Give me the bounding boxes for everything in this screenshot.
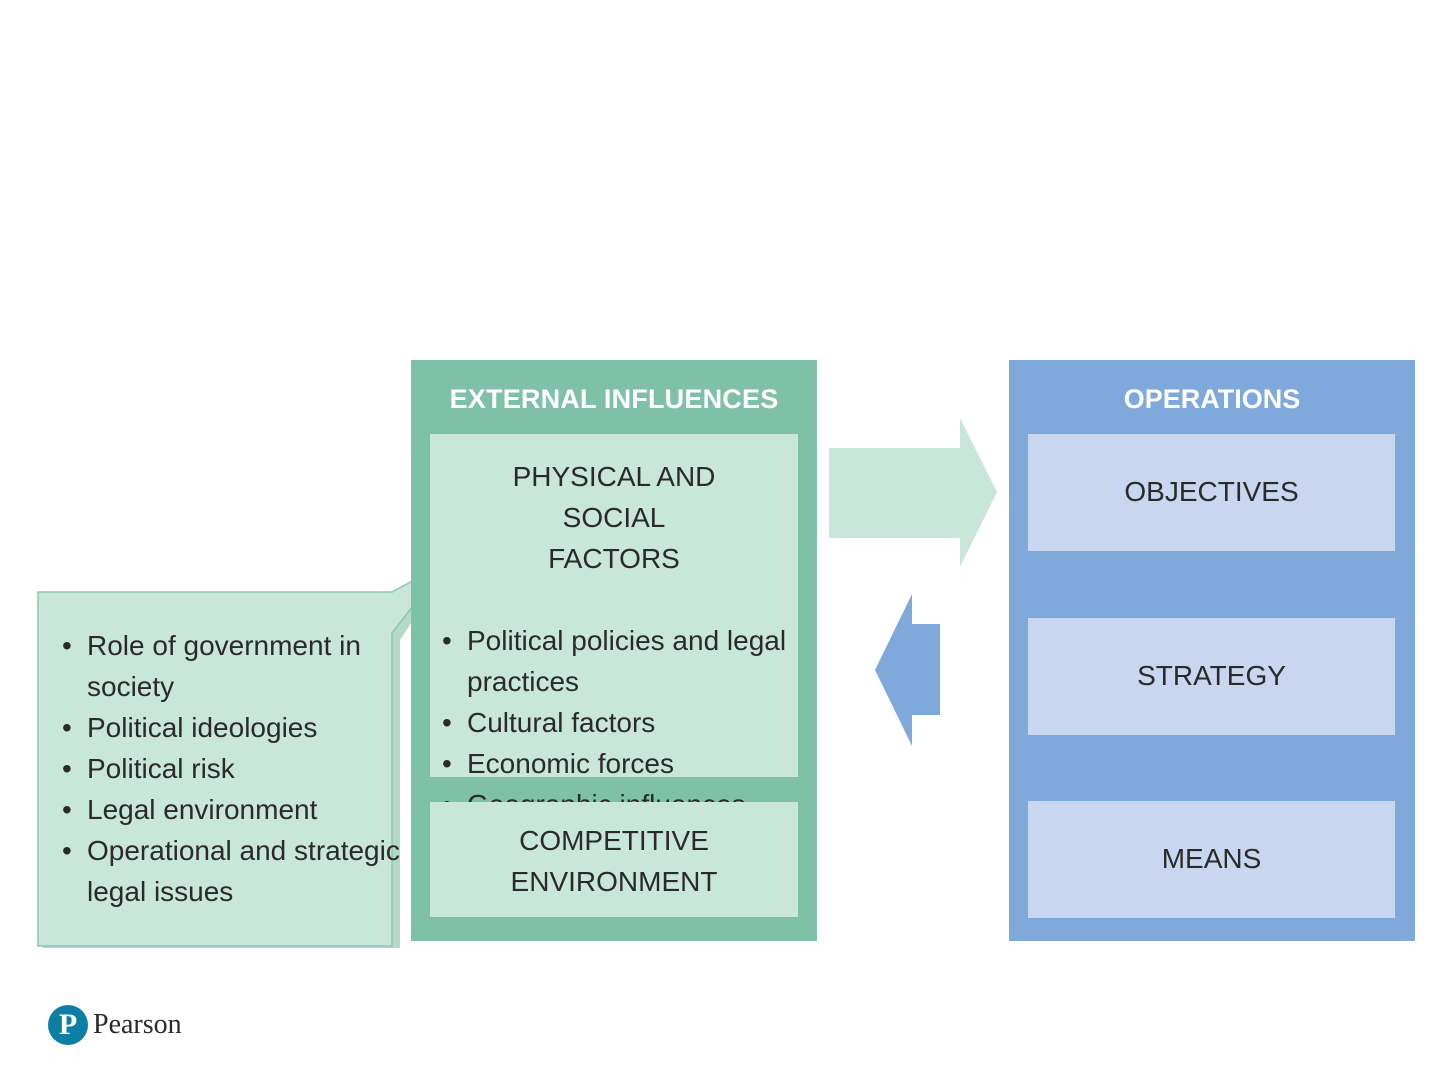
competitive-environment-box: COMPETITIVE ENVIRONMENT	[430, 802, 798, 917]
pearson-mark-icon: P	[48, 1005, 88, 1045]
callout-item: Political ideologies	[62, 707, 402, 748]
physical-factor-item: Economic forces	[442, 743, 792, 784]
physical-factor-item: Political policies and legal practices	[442, 620, 792, 702]
strategy-box: STRATEGY	[1028, 618, 1395, 735]
callout-item: Operational and strategic legal issues	[62, 830, 402, 912]
pearson-wordmark: Pearson	[93, 1009, 182, 1040]
callout-list: Role of government in society Political …	[62, 625, 402, 912]
callout-item: Role of government in society	[62, 625, 402, 707]
physical-factor-item: Cultural factors	[442, 702, 792, 743]
callout-item: Legal environment	[62, 789, 402, 830]
operations-title: OPERATIONS	[1123, 384, 1301, 414]
arrow-left-icon	[875, 594, 940, 746]
means-box: MEANS	[1028, 801, 1395, 918]
objectives-label: OBJECTIVES	[1124, 476, 1299, 507]
operations-panel: OPERATIONS OBJECTIVES STRATEGY MEANS	[1009, 360, 1415, 941]
physical-social-factors-box: PHYSICAL AND SOCIAL FACTORS Political po…	[430, 434, 798, 825]
arrow-right-icon	[829, 418, 997, 567]
physical-factors-list: Political policies and legal practices C…	[442, 620, 792, 825]
strategy-label: STRATEGY	[1137, 660, 1286, 691]
physical-social-factors-heading: PHYSICAL AND SOCIAL FACTORS	[512, 461, 716, 574]
objectives-box: OBJECTIVES	[1028, 434, 1395, 551]
external-influences-title: EXTERNAL INFLUENCES	[449, 384, 779, 414]
callout-item: Political risk	[62, 748, 402, 789]
competitive-environment-label: COMPETITIVE ENVIRONMENT	[510, 825, 718, 897]
pearson-logo: P Pearson	[48, 1005, 238, 1051]
means-label: MEANS	[1161, 843, 1262, 874]
external-influences-panel: EXTERNAL INFLUENCES PHYSICAL AND SOCIAL …	[411, 360, 817, 941]
